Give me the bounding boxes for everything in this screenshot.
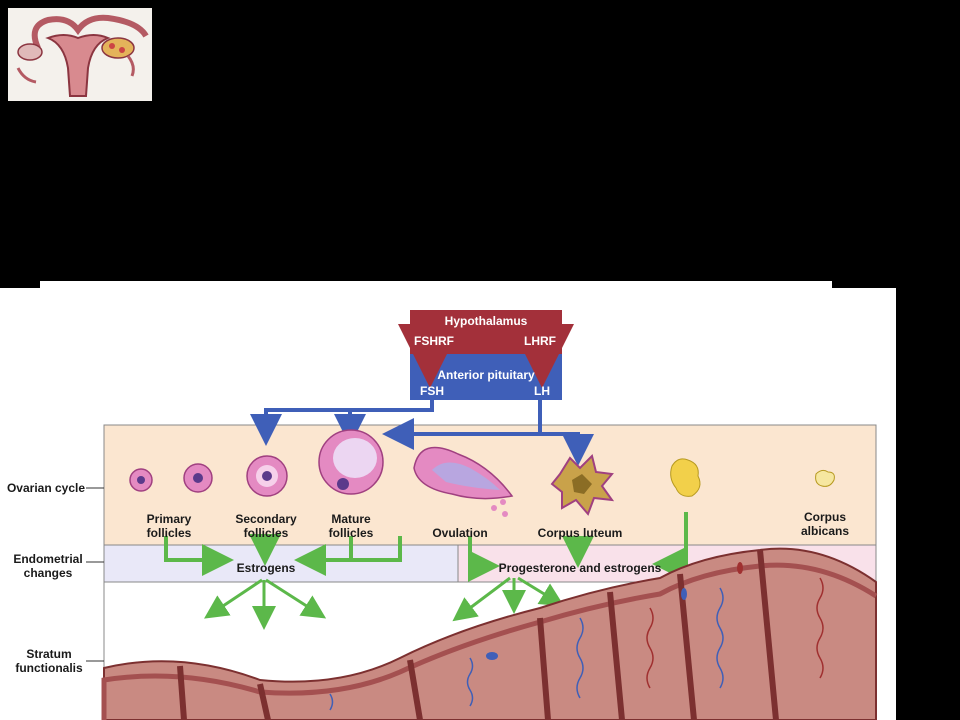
corpus-luteum-icon — [550, 454, 615, 516]
menstrual-cycle-figure: Hypothalamus FSHRF LHRF Anterior pituita… — [0, 288, 896, 720]
fsh-label: FSH — [420, 384, 444, 398]
white-strip — [40, 281, 832, 288]
primary-follicle-icon — [129, 463, 213, 493]
ovarian-cycle-label: Ovarian cycle — [6, 481, 86, 495]
ovulation-label: Ovulation — [432, 526, 488, 540]
regressing-corpus-icon — [670, 458, 701, 497]
lhrf-label: LHRF — [524, 334, 556, 348]
progesterone-estrogens-label: Progesterone and estrogens — [498, 561, 662, 575]
primary-follicles-label: Primary follicles — [146, 512, 192, 540]
secondary-follicles-label: Secondary follicles — [235, 512, 297, 540]
lh-label: LH — [534, 384, 550, 398]
corpus-luteum-label: Corpus luteum — [537, 526, 623, 540]
uterus-thumbnail — [8, 8, 152, 101]
endometrium-illustration — [101, 547, 878, 720]
anterior-pituitary-label: Anterior pituitary — [437, 368, 535, 382]
uterus-ovary-icon — [8, 8, 152, 101]
figure-graphics — [86, 310, 878, 720]
corpus-albicans-label: Corpus albicans — [800, 510, 850, 538]
estrogens-label: Estrogens — [236, 561, 296, 575]
fshrf-label: FSHRF — [414, 334, 454, 348]
secondary-follicle-icon — [246, 455, 288, 497]
mature-follicles-label: Mature follicles — [328, 512, 374, 540]
mature-follicle-icon — [318, 429, 384, 495]
hypothalamus-label: Hypothalamus — [444, 314, 528, 328]
ovulation-icon — [413, 446, 514, 517]
endometrial-changes-label: Endometrial changes — [13, 552, 83, 580]
stratum-functionalis-label: Stratum functionalis — [15, 647, 83, 675]
corpus-albicans-icon — [815, 469, 835, 487]
